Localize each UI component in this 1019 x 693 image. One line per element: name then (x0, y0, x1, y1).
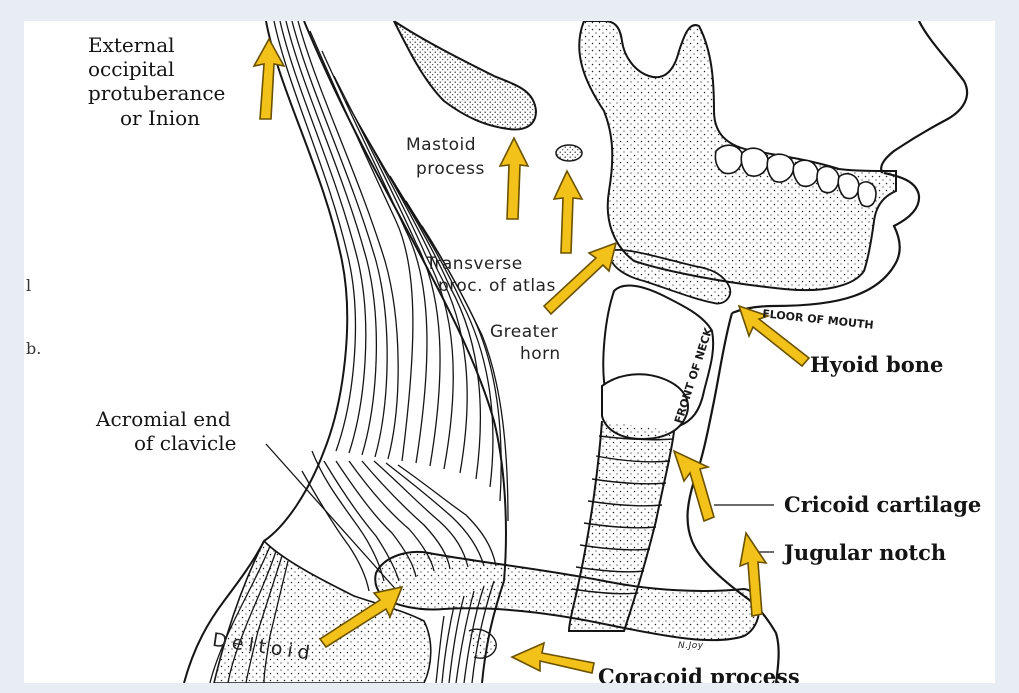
label-mastoid-2: process (416, 158, 485, 180)
label-transverse-2: proc. of atlas (438, 275, 556, 297)
margin-mark-l: l (26, 276, 31, 295)
label-acromial-2: of clavicle (134, 431, 236, 455)
arrow-inion (254, 39, 284, 119)
label-acromial-1: Acromial end (96, 407, 231, 431)
label-transverse-1: Transverse (426, 253, 523, 275)
label-hyoid-bone: Hyoid bone (810, 353, 943, 377)
arrow-atlas (554, 171, 582, 253)
label-coracoid: Coracoid process (598, 665, 800, 683)
artist-signature: N.Joy (678, 635, 704, 657)
arrow-cricoid (674, 451, 714, 521)
label-external-occipital-4: or Inion (120, 106, 200, 130)
coracoid-stub (469, 629, 496, 658)
label-external-occipital-3: protuberance (88, 81, 225, 105)
label-greater-horn-2: horn (520, 343, 561, 365)
label-greater-horn-1: Greater (490, 321, 558, 343)
arrow-mastoid (500, 138, 528, 219)
label-cricoid: Cricoid cartilage (784, 493, 981, 517)
mastoid-bone (394, 21, 536, 129)
label-mastoid-1: Mastoid (406, 134, 476, 156)
arrow-coracoid (512, 643, 594, 673)
illustration-frame: l b. External occipital protuberance or … (24, 21, 995, 683)
margin-mark-b: b. (26, 339, 41, 358)
atlas-tip (556, 145, 582, 161)
label-external-occipital-1: External (88, 33, 175, 57)
label-jugular-notch: Jugular notch (784, 541, 946, 565)
clavicle-bone (375, 552, 759, 640)
label-external-occipital-2: occipital (88, 57, 174, 81)
